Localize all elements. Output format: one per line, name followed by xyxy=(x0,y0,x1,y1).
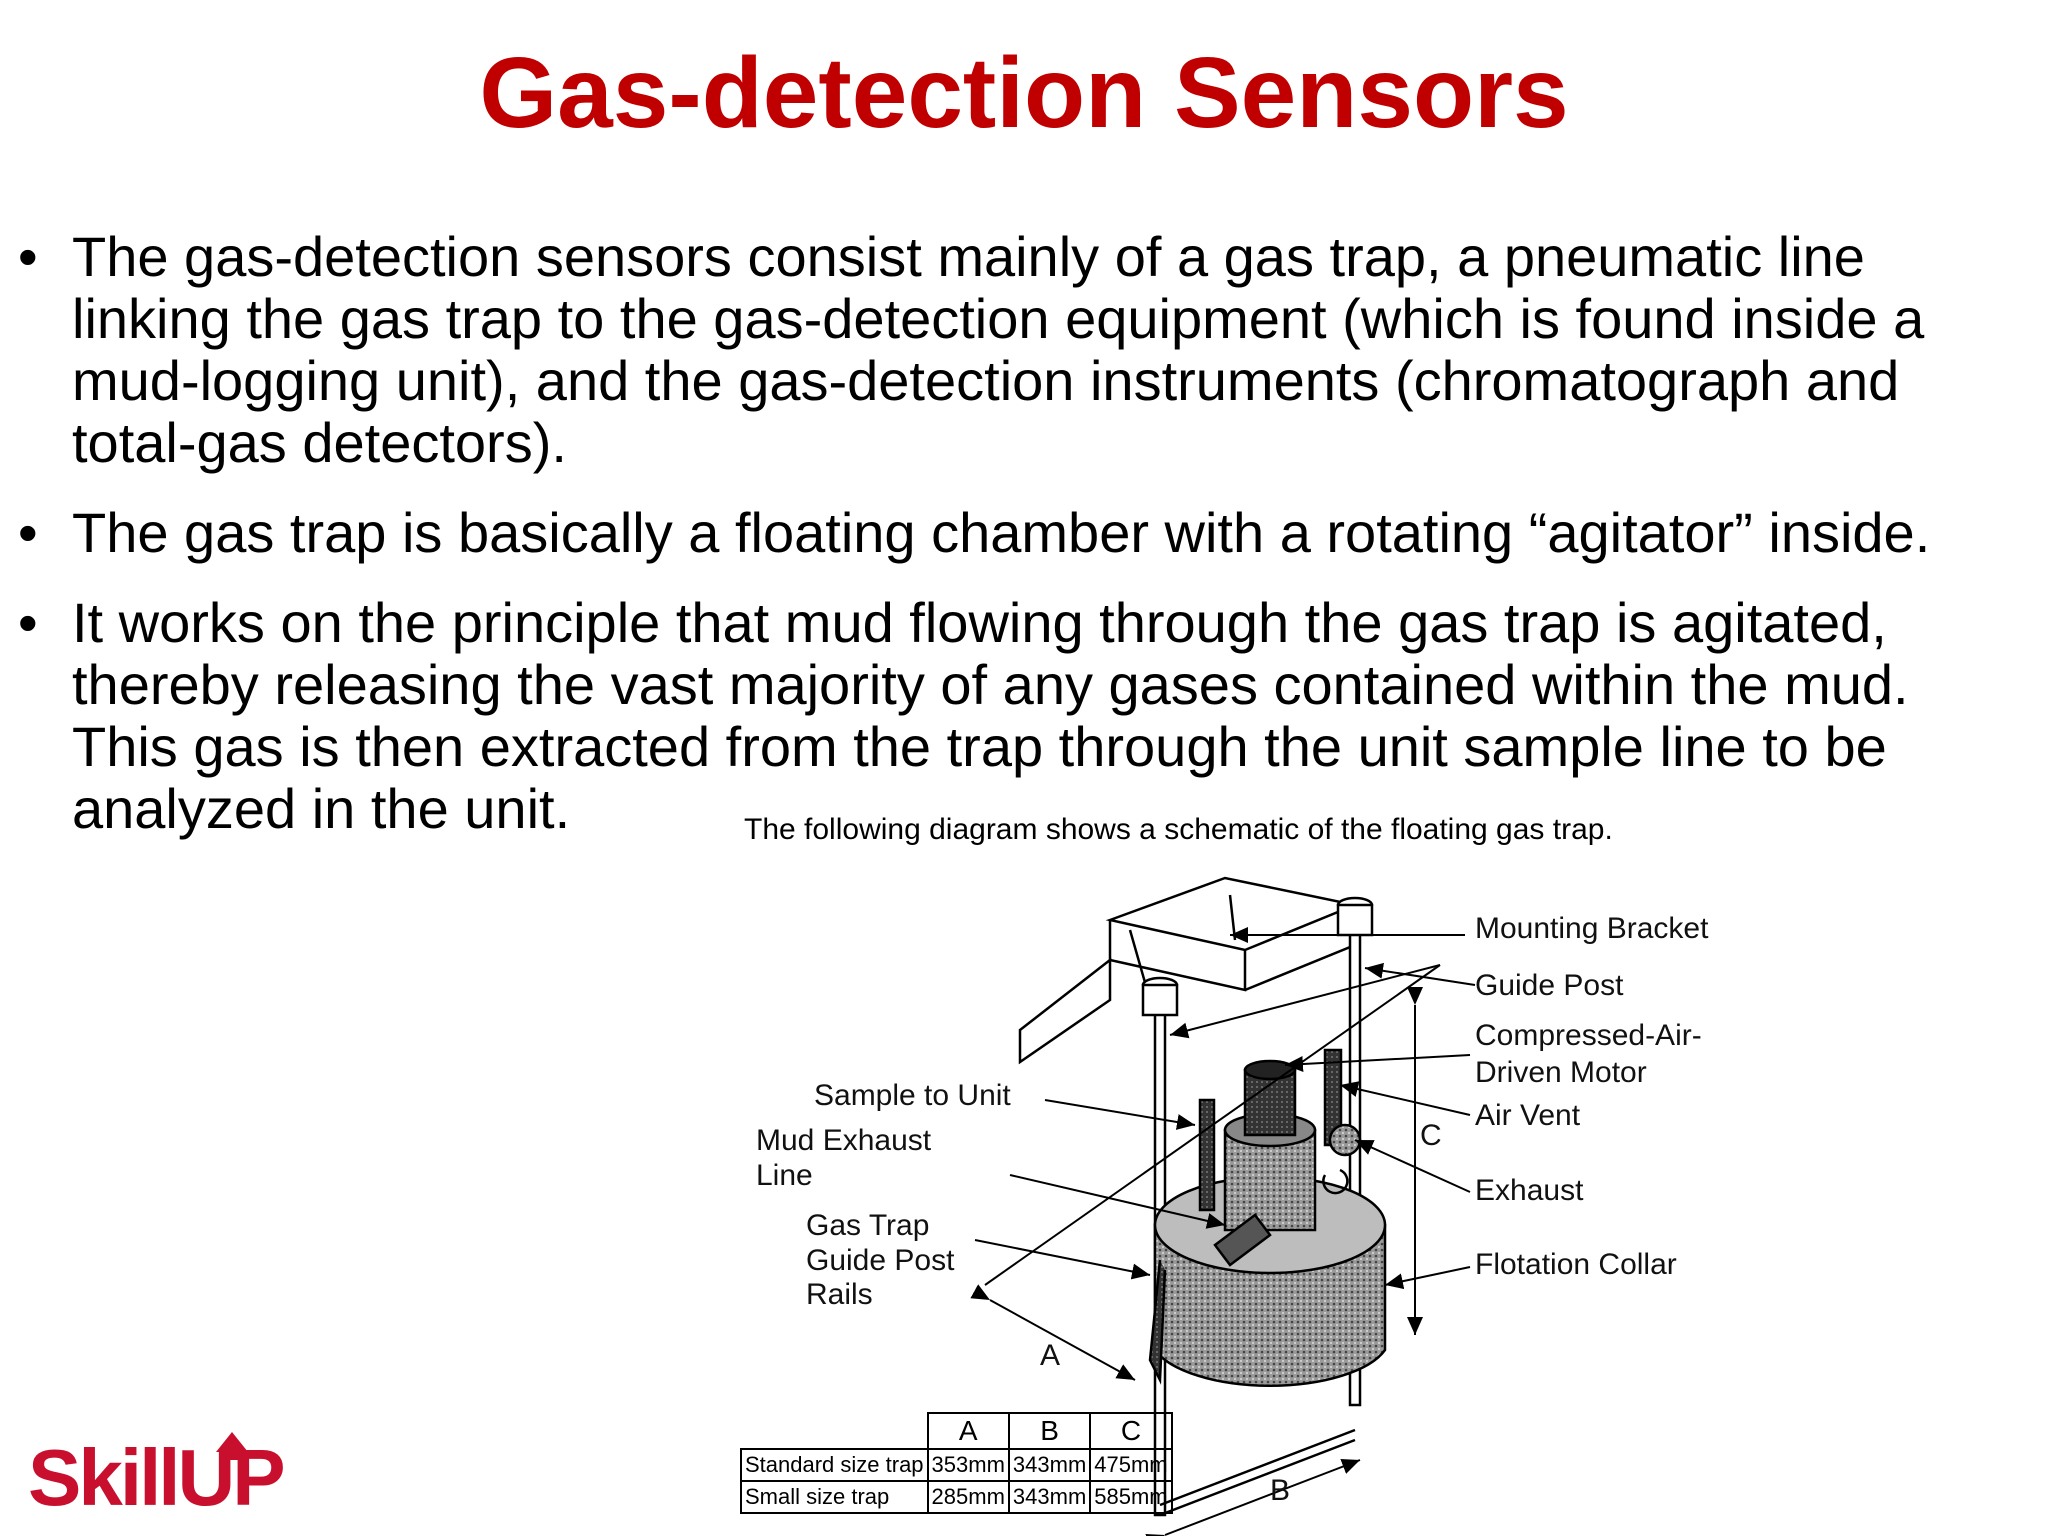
table-header-cell: C xyxy=(1089,1412,1173,1450)
label-motor-line2: Driven Motor xyxy=(1475,1056,1647,1089)
bullet-marker: • xyxy=(18,591,38,654)
bullet-text: The gas trap is basically a floating cha… xyxy=(72,501,1931,564)
bullet-marker: • xyxy=(18,501,38,564)
label-guide-post: Guide Post xyxy=(1475,969,1624,1002)
table-row-label: Small size trap xyxy=(740,1480,929,1514)
table-cell: 285mm xyxy=(926,1480,1010,1514)
bullet-item: • The gas-detection sensors consist main… xyxy=(18,226,2008,474)
table-header-row: A B C xyxy=(741,1412,1173,1450)
leader-lines xyxy=(974,927,1476,1290)
table-header-cell: B xyxy=(1007,1412,1092,1450)
dimension-b-label: B xyxy=(1270,1474,1290,1507)
label-flotation-collar: Flotation Collar xyxy=(1475,1248,1677,1281)
table-cell: 343mm xyxy=(1007,1448,1092,1482)
table-cell: 585mm xyxy=(1089,1480,1173,1514)
bullet-text: The gas-detection sensors consist mainly… xyxy=(72,225,1925,474)
table-cell: 475mm xyxy=(1089,1448,1173,1482)
trap-size-table: A B C Standard size trap 353mm 343mm 475… xyxy=(740,1412,1173,1514)
table-header-cell: A xyxy=(926,1412,1010,1450)
table-row: Small size trap 285mm 343mm 585mm xyxy=(740,1480,1173,1514)
label-sample-to-unit: Sample to Unit xyxy=(814,1079,1011,1112)
guide-posts xyxy=(1141,896,1374,1517)
logo-text: SkillUP xyxy=(28,1433,283,1520)
label-exhaust: Exhaust xyxy=(1475,1174,1584,1207)
bullet-list: • The gas-detection sensors consist main… xyxy=(18,226,2008,868)
bullet-marker: • xyxy=(18,225,38,288)
bullet-item: • It works on the principle that mud flo… xyxy=(18,592,2008,840)
table-cell: 353mm xyxy=(926,1448,1010,1482)
label-mud-exhaust-line2: Line xyxy=(756,1159,813,1192)
label-rails-line1: Gas Trap xyxy=(806,1209,929,1242)
mounting-bracket-shape xyxy=(1018,876,1360,1065)
label-air-vent: Air Vent xyxy=(1475,1099,1581,1132)
dimension-c-label: C xyxy=(1420,1119,1442,1152)
dimension-a-label: A xyxy=(1040,1339,1060,1372)
up-arrow-icon xyxy=(216,1432,248,1460)
figure-caption: The following diagram shows a schematic … xyxy=(744,813,1613,846)
label-rails-line3: Rails xyxy=(806,1278,873,1311)
label-mud-exhaust-line1: Mud Exhaust xyxy=(756,1124,932,1157)
label-motor-line1: Compressed-Air- xyxy=(1475,1019,1702,1052)
label-mounting-bracket: Mounting Bracket xyxy=(1475,912,1709,945)
table-row-label: Standard size trap xyxy=(740,1448,929,1482)
bullet-text: It works on the principle that mud flowi… xyxy=(72,591,1909,840)
slide-title: Gas-detection Sensors xyxy=(479,37,1569,149)
table-row: Standard size trap 353mm 343mm 475mm xyxy=(740,1448,1173,1482)
gas-trap-body xyxy=(1148,1048,1387,1387)
label-rails-line2: Guide Post xyxy=(806,1244,955,1277)
table-cell: 343mm xyxy=(1007,1480,1092,1514)
skillup-logo: SkillUP xyxy=(28,1432,286,1520)
bullet-item: • The gas trap is basically a floating c… xyxy=(18,502,2008,564)
